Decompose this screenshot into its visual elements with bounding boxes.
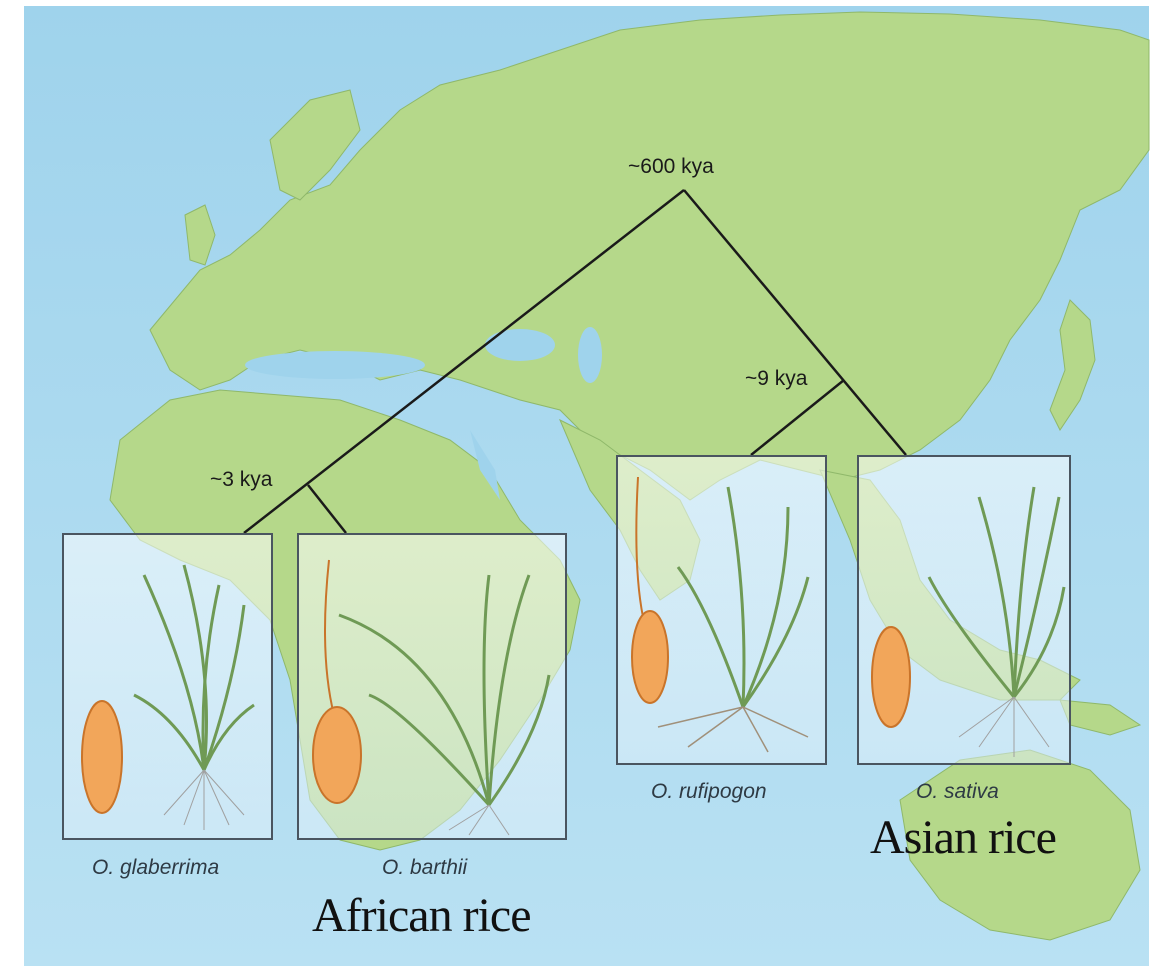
- plant-illustration-barthii: [299, 535, 565, 838]
- panel-barthii: [297, 533, 567, 840]
- species-label-glaberrima: O. glaberrima: [92, 856, 219, 880]
- species-label-barthii: O. barthii: [382, 856, 467, 880]
- asian-split-age-label: ~9 kya: [745, 367, 807, 391]
- group-label-african: African rice: [312, 888, 531, 943]
- panel-glaberrima: [62, 533, 273, 840]
- group-label-asian: Asian rice: [870, 810, 1056, 865]
- plant-illustration-glaberrima: [64, 535, 271, 838]
- grain-sativa: [872, 627, 910, 727]
- african-split-age-label: ~3 kya: [210, 468, 272, 492]
- panel-rufipogon: [616, 455, 827, 765]
- plant-illustration-sativa: [859, 457, 1069, 763]
- black-sea: [485, 329, 555, 361]
- plant-illustration-rufipogon: [618, 457, 825, 763]
- grain-barthii: [313, 707, 361, 803]
- panel-sativa: [857, 455, 1071, 765]
- grain-glaberrima: [82, 701, 122, 813]
- grain-rufipogon: [632, 611, 668, 703]
- species-label-sativa: O. sativa: [916, 780, 999, 804]
- mediterranean-sea: [245, 351, 425, 379]
- root-age-label: ~600 kya: [628, 155, 714, 179]
- species-label-rufipogon: O. rufipogon: [651, 780, 767, 804]
- caspian-sea: [578, 327, 602, 383]
